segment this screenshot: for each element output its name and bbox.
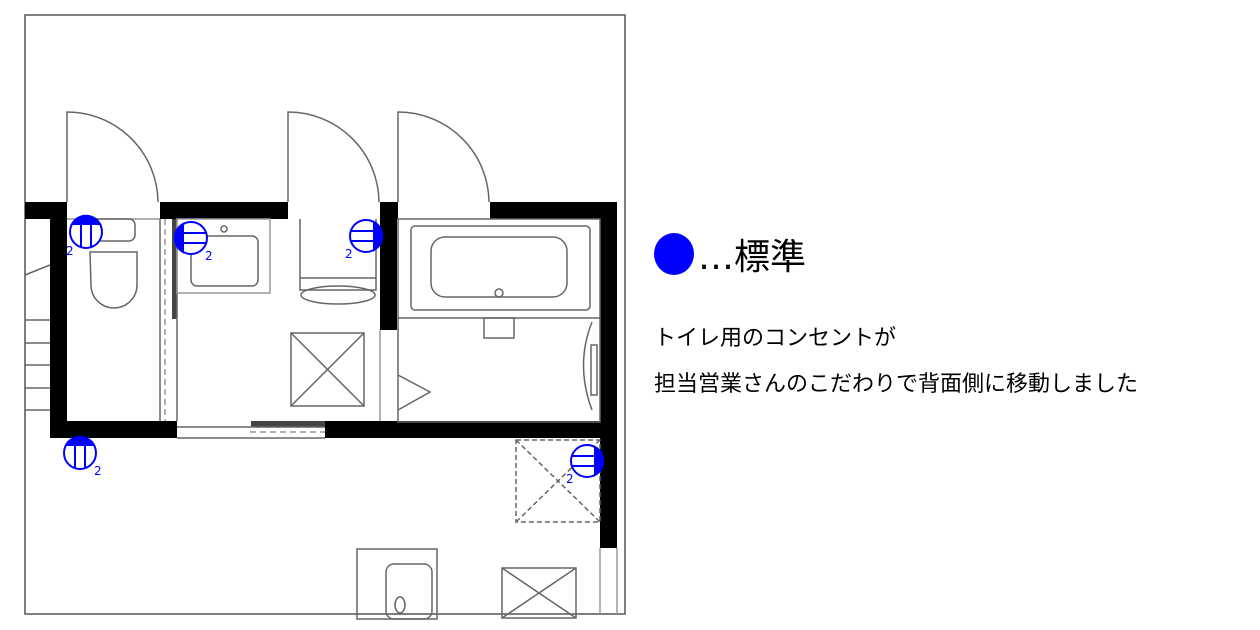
wash-basin bbox=[176, 218, 271, 294]
floor-plan: 2 2 2 2 2 bbox=[24, 14, 626, 620]
hall-sink bbox=[356, 548, 438, 620]
bathtub bbox=[397, 218, 601, 423]
outlet-hall[interactable]: 2 bbox=[63, 435, 102, 478]
hall-box bbox=[501, 567, 577, 619]
dashed-storage bbox=[515, 439, 601, 523]
outlet-hall-right[interactable]: 2 bbox=[566, 444, 605, 486]
outlet-toilet[interactable]: 2 bbox=[66, 214, 103, 258]
note-line-2: 担当営業さんのこだわりで背面側に移動しました bbox=[654, 372, 1139, 397]
outlet-washroom-sink[interactable]: 2 bbox=[173, 221, 213, 263]
outlet-count-label: 2 bbox=[566, 472, 574, 486]
stairs bbox=[24, 264, 51, 411]
door-washroom bbox=[287, 111, 380, 203]
outlet-count-label: 2 bbox=[205, 249, 213, 263]
legend-label: …標準 bbox=[698, 237, 807, 278]
legend: …標準 bbox=[654, 228, 806, 280]
note-line-1: トイレ用のコンセントが bbox=[654, 326, 897, 351]
washing-machine bbox=[299, 219, 377, 305]
plan-border bbox=[24, 14, 626, 615]
outlet-washroom-machine[interactable]: 2 bbox=[345, 219, 384, 261]
standard-outlet-legend-icon bbox=[654, 233, 694, 275]
door-bath bbox=[397, 111, 490, 203]
door-toilet bbox=[66, 111, 159, 203]
outlet-count-label: 2 bbox=[66, 244, 74, 258]
outlet-count-label: 2 bbox=[94, 464, 102, 478]
outlet-count-label: 2 bbox=[345, 247, 353, 261]
storage-box bbox=[290, 332, 365, 407]
walls bbox=[25, 202, 617, 548]
